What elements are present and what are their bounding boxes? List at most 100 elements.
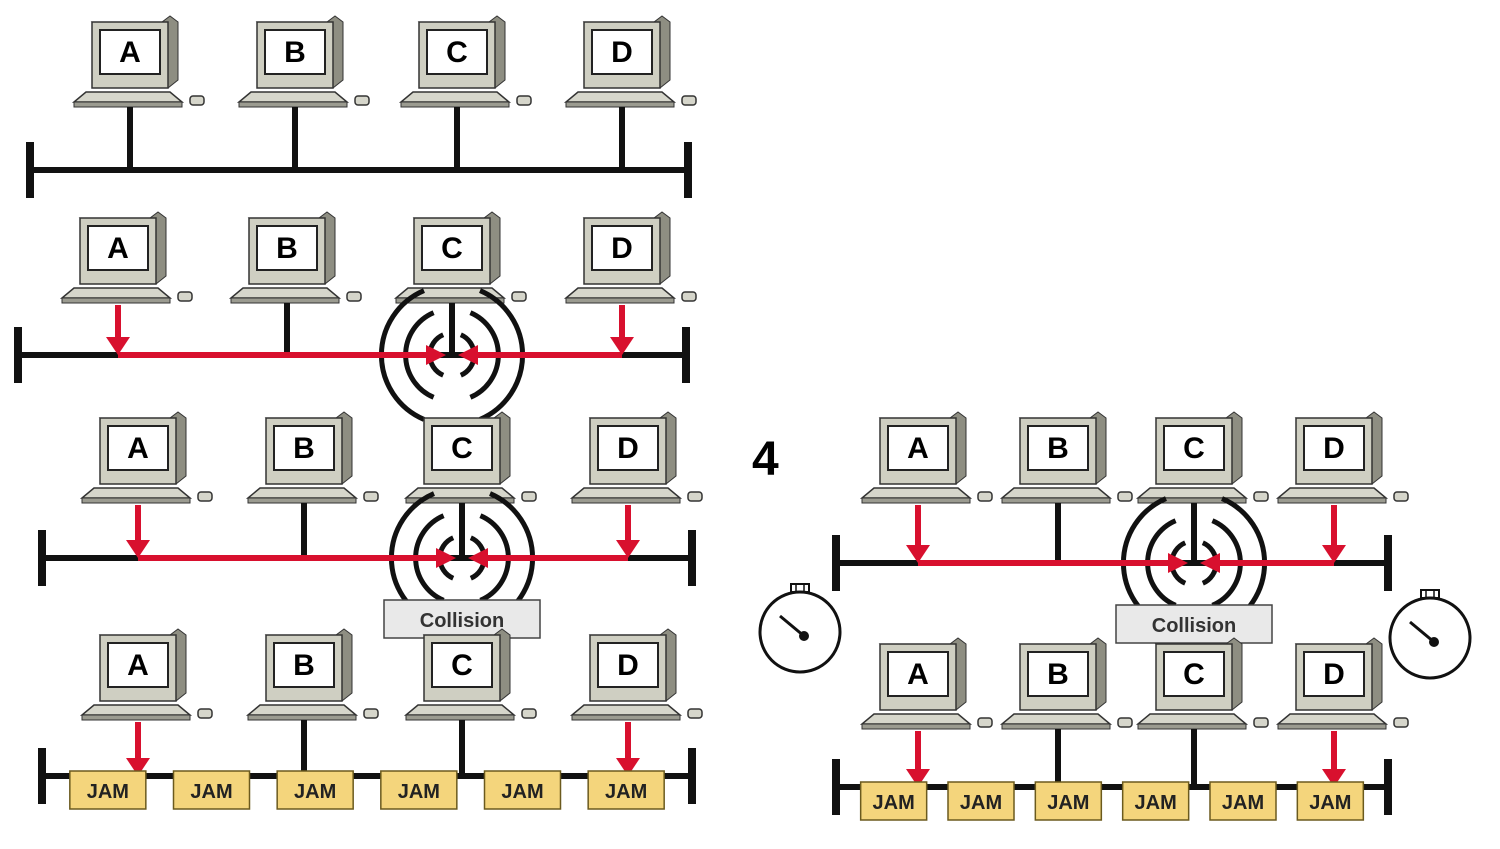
computer-c-icon: C bbox=[403, 411, 537, 504]
station-letter: C bbox=[446, 36, 468, 69]
station-letter: D bbox=[617, 649, 639, 682]
station-letter: C bbox=[451, 432, 473, 465]
signal-arrow-icon bbox=[106, 337, 130, 355]
jam-signal: JAM bbox=[1296, 781, 1365, 821]
signal-arrowhead-icon bbox=[468, 548, 488, 568]
station-letter: C bbox=[451, 649, 473, 682]
station-letter: A bbox=[119, 36, 141, 69]
station-letter: A bbox=[127, 649, 149, 682]
jam-label: JAM bbox=[1135, 792, 1177, 814]
computer-d-icon: D bbox=[563, 15, 697, 108]
jam-signal: JAM bbox=[947, 781, 1015, 821]
signal-arrow-icon bbox=[126, 758, 150, 776]
jam-signal: JAM bbox=[587, 770, 665, 810]
jam-label: JAM bbox=[960, 792, 1002, 814]
station-letter: B bbox=[293, 432, 315, 465]
jam-label: JAM bbox=[1047, 792, 1089, 814]
station-letter: B bbox=[1047, 432, 1069, 465]
signal-arrowhead-icon bbox=[436, 548, 456, 568]
jam-signal: JAM bbox=[859, 781, 928, 821]
panel-2: A B C D bbox=[14, 211, 697, 422]
computer-a-icon: A bbox=[859, 637, 993, 730]
station-letter: A bbox=[907, 658, 929, 691]
station-letter: B bbox=[1047, 658, 1069, 691]
collision-label-box: Collision bbox=[383, 599, 541, 639]
collision-label: Collision bbox=[420, 610, 504, 632]
jam-label: JAM bbox=[605, 781, 647, 803]
computer-a-icon: A bbox=[859, 411, 993, 504]
jam-label: JAM bbox=[398, 781, 440, 803]
computer-a-icon: A bbox=[71, 15, 205, 108]
computer-c-icon: C bbox=[403, 628, 537, 721]
jam-signal: JAM bbox=[276, 770, 354, 810]
jam-signal: JAM bbox=[1034, 781, 1103, 821]
station-letter: B bbox=[276, 232, 298, 265]
collision-label-box: Collision bbox=[1115, 604, 1273, 644]
computer-a-icon: A bbox=[79, 628, 213, 721]
jam-signal: JAM bbox=[1209, 781, 1277, 821]
computer-d-icon: D bbox=[563, 211, 697, 304]
station-letter: C bbox=[1183, 658, 1205, 691]
signal-arrow-icon bbox=[616, 758, 640, 776]
signal-arrow-icon bbox=[906, 769, 930, 787]
panel-1: A B C D bbox=[26, 15, 697, 198]
station-letter: A bbox=[907, 432, 929, 465]
jam-label: JAM bbox=[190, 781, 232, 803]
station-letter: D bbox=[611, 232, 633, 265]
jam-label: JAM bbox=[501, 781, 543, 803]
computer-d-icon: D bbox=[1275, 411, 1409, 504]
computer-a-icon: A bbox=[59, 211, 193, 304]
station-letter: D bbox=[1323, 658, 1345, 691]
signal-arrowhead-icon bbox=[458, 345, 478, 365]
computer-b-icon: B bbox=[999, 637, 1133, 730]
panel-6: A B C D JAM JAM JAM JAM JAM JAM bbox=[832, 637, 1409, 821]
station-letter: D bbox=[1323, 432, 1345, 465]
jam-label: JAM bbox=[87, 781, 129, 803]
station-letter: A bbox=[107, 232, 129, 265]
signal-arrowhead-icon bbox=[1200, 553, 1220, 573]
signal-arrow-icon bbox=[126, 540, 150, 558]
computer-c-icon: C bbox=[1135, 411, 1269, 504]
computer-d-icon: D bbox=[569, 411, 703, 504]
signal-arrow-icon bbox=[610, 337, 634, 355]
jam-label: JAM bbox=[873, 792, 915, 814]
jam-signal: JAM bbox=[380, 770, 458, 810]
signal-arrowhead-icon bbox=[1168, 553, 1188, 573]
computer-a-icon: A bbox=[79, 411, 213, 504]
station-letter: B bbox=[293, 649, 315, 682]
computer-c-icon: C bbox=[393, 211, 527, 304]
station-letter: A bbox=[127, 432, 149, 465]
signal-arrow-icon bbox=[616, 540, 640, 558]
signal-arrow-icon bbox=[906, 545, 930, 563]
jam-signal: JAM bbox=[1121, 781, 1190, 821]
station-letter: D bbox=[611, 36, 633, 69]
computer-c-icon: C bbox=[1135, 637, 1269, 730]
panel-3: A B C D Collision bbox=[38, 411, 703, 639]
computer-b-icon: B bbox=[245, 411, 379, 504]
collision-label: Collision bbox=[1152, 615, 1236, 637]
computer-b-icon: B bbox=[236, 15, 370, 108]
panel-4: A B C D JAM JAM JAM JAM JAM JAM bbox=[38, 628, 703, 810]
station-letter: C bbox=[441, 232, 463, 265]
computer-d-icon: D bbox=[1275, 637, 1409, 730]
computer-b-icon: B bbox=[999, 411, 1133, 504]
signal-arrowhead-icon bbox=[426, 345, 446, 365]
jam-label: JAM bbox=[294, 781, 336, 803]
computer-b-icon: B bbox=[228, 211, 362, 304]
computer-d-icon: D bbox=[569, 628, 703, 721]
computer-c-icon: C bbox=[398, 15, 532, 108]
station-letter: C bbox=[1183, 432, 1205, 465]
stopwatch-icon bbox=[758, 583, 842, 674]
stopwatch-icon bbox=[1388, 589, 1472, 680]
signal-arrow-icon bbox=[1322, 769, 1346, 787]
jam-signal: JAM bbox=[69, 770, 147, 810]
computer-b-icon: B bbox=[245, 628, 379, 721]
signal-arrow-icon bbox=[1322, 545, 1346, 563]
panel-5: A B C D Collision bbox=[758, 411, 1472, 680]
jam-signal: JAM bbox=[172, 770, 251, 810]
jam-label: JAM bbox=[1309, 792, 1351, 814]
jam-signal: JAM bbox=[483, 770, 562, 810]
jam-label: JAM bbox=[1222, 792, 1264, 814]
